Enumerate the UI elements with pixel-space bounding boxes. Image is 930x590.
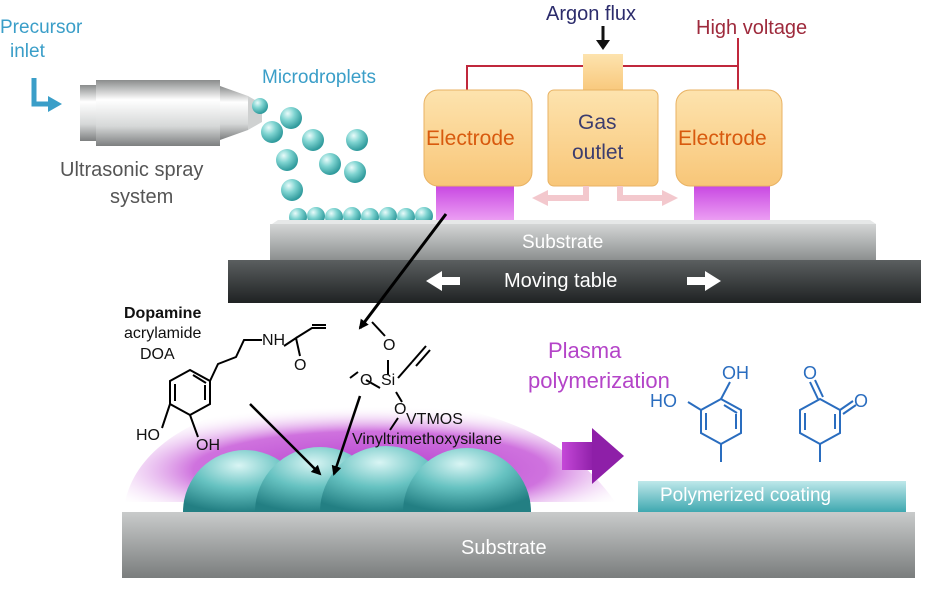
o-quinone-2-label: O (854, 391, 869, 411)
plasma-column-right (694, 182, 770, 224)
plasma-polymerization-label-line1: Plasma (548, 338, 622, 363)
moving-table-label: Moving table (504, 270, 618, 292)
polymerized-coating-label: Polymerized coating (660, 485, 832, 506)
dopamine-acrylamide-label-line1: Dopamine (124, 305, 202, 322)
big-arrow-right-icon (562, 428, 624, 484)
quinone-structure (799, 379, 857, 462)
moving-table (228, 260, 921, 303)
o-si-bottom-label: O (394, 401, 407, 418)
oh-catechol-label: OH (722, 363, 749, 383)
ultrasonic-spray-label-line2: system (110, 186, 174, 208)
zoom-arrow (358, 213, 448, 330)
polymerized-coating-layer (638, 481, 906, 512)
ho-catechol-label: HO (650, 391, 677, 411)
o-acryl-label: O (294, 357, 307, 374)
gas-outlet-label-line2: outlet (572, 141, 624, 164)
dopamine-acrylamide-label-line3: DOA (140, 346, 175, 363)
high-voltage-label: High voltage (696, 17, 808, 39)
electrode-left (423, 89, 533, 187)
electrode-right (675, 89, 783, 187)
substrate-top (270, 220, 876, 260)
dopamine-acrylamide-structure (161, 324, 326, 438)
o-si-left-label: O (360, 372, 373, 389)
substrate-top-label: Substrate (522, 232, 604, 253)
arrow-right-icon (662, 190, 678, 206)
substrate-bottom (122, 512, 915, 578)
argon-flux-label: Argon flux (546, 3, 637, 25)
o-si-top-label: O (383, 337, 396, 354)
dopamine-acrylamide-label-line2: acrylamide (124, 325, 202, 342)
microdroplets (252, 98, 433, 226)
substrate-bottom-label: Substrate (461, 537, 547, 559)
ultrasonic-spray-nozzle (80, 80, 262, 146)
plasma-column-left (436, 182, 514, 224)
vtmos-label-line1: VTMOS (406, 411, 463, 428)
o-quinone-1-label: O (803, 363, 818, 383)
arrow-left-icon (532, 190, 548, 206)
gas-flow-arrows (545, 186, 665, 201)
electrode-right-label: Electrode (678, 127, 767, 150)
precursor-inlet-label-line1: Precursor (0, 17, 83, 38)
electrode-left-label: Electrode (426, 127, 515, 150)
catechol-structure (687, 381, 742, 462)
vtmos-label-line2: Vinyltrimethoxysilane (352, 431, 502, 448)
arrow-down-icon (596, 26, 610, 50)
plasma-polymerization-label-line2: polymerization (528, 368, 670, 393)
oh-doa-label: OH (196, 437, 220, 454)
arrow-right-icon (687, 271, 721, 291)
vtmos-structure (349, 321, 431, 431)
arrow-left-icon (426, 271, 460, 291)
inlet-arrow-icon (31, 78, 62, 112)
si-label: Si (381, 372, 396, 389)
gas-outlet-label-line1: Gas (578, 111, 617, 134)
deposited-droplets (183, 446, 531, 512)
ultrasonic-spray-label-line1: Ultrasonic spray (60, 159, 204, 181)
gas-outlet (547, 54, 659, 187)
microdroplets-label: Microdroplets (262, 67, 377, 88)
reactant-arrow-doa (249, 403, 322, 476)
nh-label: NH (262, 332, 286, 349)
ho-doa-label: HO (136, 427, 160, 444)
precursor-inlet-label-line2: inlet (10, 41, 45, 62)
reactant-arrow-vtmos (331, 395, 362, 476)
